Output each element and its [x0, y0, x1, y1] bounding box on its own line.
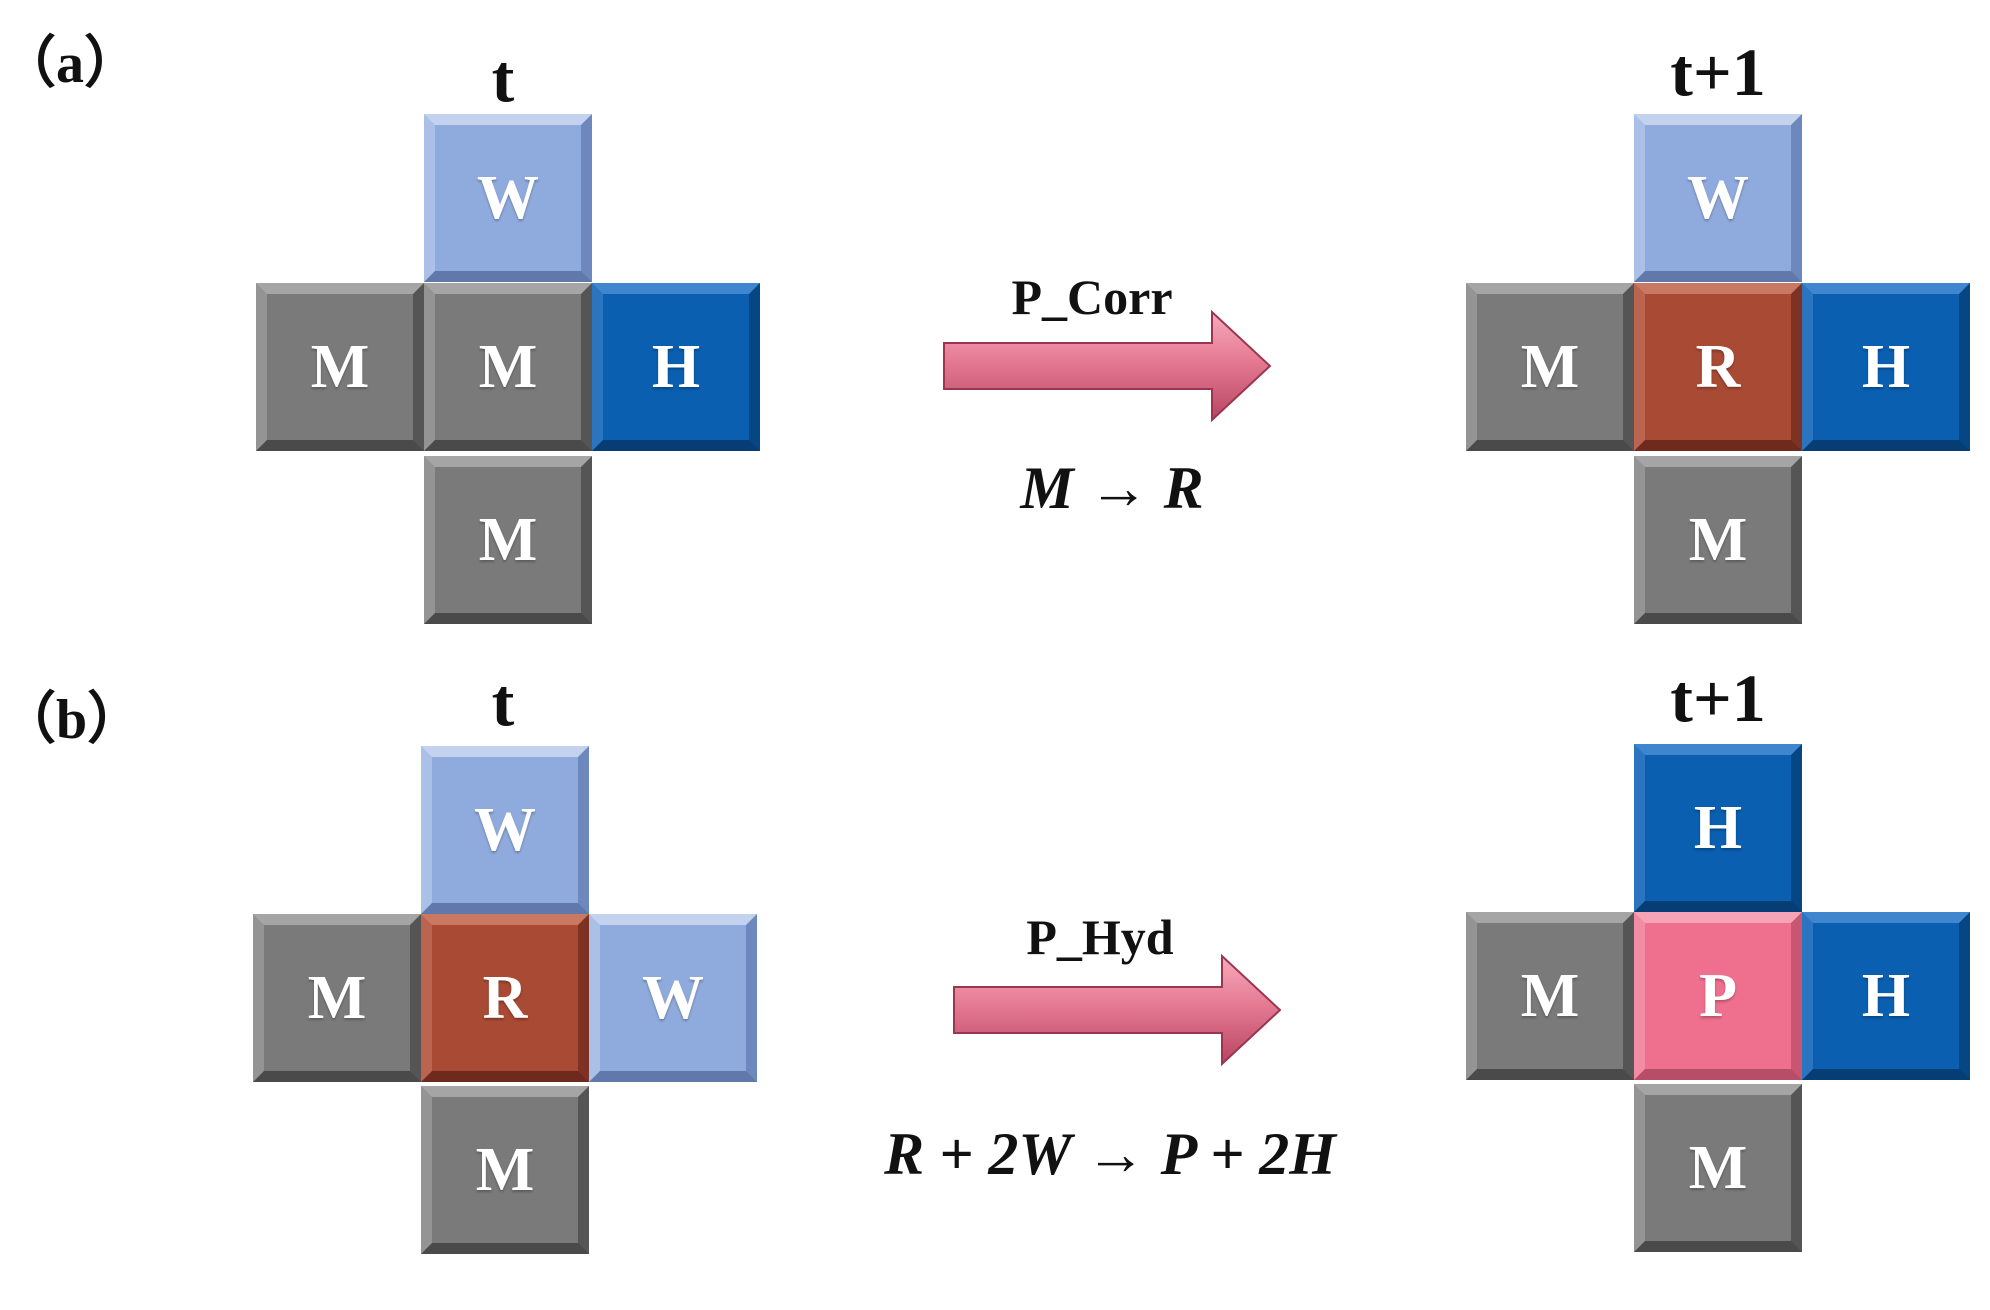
- panel-a-before-tile-bottom: M: [424, 456, 592, 624]
- panel-a-probability-label: P_Corr: [1011, 269, 1173, 325]
- panel-a-transition-arrow: [943, 309, 1272, 423]
- panel-a-before-tile-center: M: [424, 283, 592, 451]
- panel-a-after-tile-left: M: [1466, 283, 1634, 451]
- panel-b-transition-arrow: [953, 953, 1282, 1067]
- panel-a-before-tile-left: M: [256, 283, 424, 451]
- panel-b-after-tile-right: H: [1802, 912, 1970, 1080]
- panel-b-probability-label: P_Hyd: [1026, 909, 1174, 965]
- panel-b-after-time-label: t+1: [1670, 660, 1766, 736]
- panel-a-reaction-equation: M → R: [1020, 455, 1204, 521]
- panel-a-before-tile-top: W: [424, 114, 592, 282]
- panel-a-after-tile-bottom: M: [1634, 456, 1802, 624]
- panel-a-before-tile-right: H: [592, 283, 760, 451]
- panel-b-before-time-label: t: [491, 664, 515, 740]
- panel-b-before-tile-right: W: [589, 914, 757, 1082]
- panel-a-after-tile-right: H: [1802, 283, 1970, 451]
- panel-a-after-tile-center: R: [1634, 283, 1802, 451]
- panel-label-b: （b）: [0, 689, 144, 751]
- panel-b-before-tile-bottom: M: [421, 1086, 589, 1254]
- panel-label-a: （a）: [0, 33, 140, 95]
- panel-b-after-tile-top: H: [1634, 744, 1802, 912]
- panel-a-before-time-label: t: [491, 40, 515, 116]
- panel-b-after-tile-left: M: [1466, 912, 1634, 1080]
- panel-b-after-tile-center: P: [1634, 912, 1802, 1080]
- panel-b-after-tile-bottom: M: [1634, 1084, 1802, 1252]
- panel-b-before-tile-left: M: [253, 914, 421, 1082]
- panel-a-after-tile-top: W: [1634, 114, 1802, 282]
- panel-a-after-time-label: t+1: [1670, 34, 1766, 110]
- panel-b-before-tile-top: W: [421, 746, 589, 914]
- panel-b-before-tile-center: R: [421, 914, 589, 1082]
- panel-b-reaction-equation: R + 2W → P + 2H: [884, 1121, 1336, 1187]
